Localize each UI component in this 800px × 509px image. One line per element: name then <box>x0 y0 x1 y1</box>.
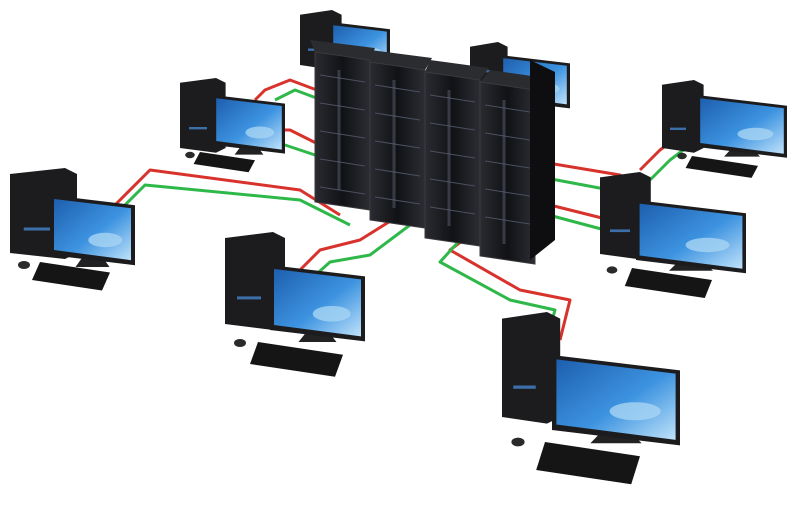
rack-vent <box>319 158 366 167</box>
workstation <box>225 232 365 377</box>
rack-vent <box>484 104 531 113</box>
rack-vent <box>484 132 531 141</box>
drive-bay <box>237 296 261 300</box>
rack-vent <box>429 150 476 159</box>
mouse <box>18 261 30 269</box>
rack-vent <box>429 206 476 215</box>
workstations-front <box>10 78 787 485</box>
keyboard <box>536 442 640 485</box>
keyboard <box>193 152 255 173</box>
keyboard <box>685 156 758 178</box>
rack-vent <box>319 186 366 195</box>
monitor-screen <box>54 199 131 261</box>
drive-bay <box>610 229 630 233</box>
keyboard <box>250 342 343 377</box>
red-cable <box>253 78 331 102</box>
drive-bay <box>513 385 536 389</box>
rack-vent <box>374 168 421 177</box>
rack-vent <box>484 216 531 225</box>
cloud-wallpaper <box>737 127 774 141</box>
workstation <box>662 80 787 178</box>
monitor-screen <box>216 98 282 150</box>
drive-bay <box>23 227 52 231</box>
cloud-wallpaper <box>88 232 123 248</box>
rack-top <box>310 40 375 60</box>
rack-vent <box>374 112 421 121</box>
mouse <box>606 266 618 274</box>
rack-vent <box>374 140 421 149</box>
monitor-screen <box>639 203 743 269</box>
server-rack <box>369 50 432 229</box>
server-racks <box>310 40 555 265</box>
rack-vent <box>374 196 421 205</box>
rack-top <box>370 50 432 70</box>
red-cable <box>298 213 401 272</box>
workstation <box>600 172 746 298</box>
rack-handle <box>392 80 396 208</box>
green-cable <box>103 183 351 227</box>
cloud-wallpaper <box>609 402 661 421</box>
monitor-screen <box>556 359 676 440</box>
mouse <box>234 339 246 347</box>
mouse <box>185 151 195 159</box>
cloud-wallpaper <box>685 237 730 253</box>
rack-vent <box>319 130 366 139</box>
rack-vent <box>374 84 421 93</box>
cloud-wallpaper <box>245 126 275 139</box>
rack-handle <box>502 100 506 244</box>
mouse <box>677 152 687 160</box>
monitor-screen <box>700 98 784 154</box>
server-rack <box>479 70 546 265</box>
mouse <box>511 437 525 447</box>
rack-front <box>479 81 536 265</box>
tower-case <box>502 312 561 424</box>
rack-vent <box>429 94 476 103</box>
rack-vent <box>429 178 476 187</box>
rack-vent <box>484 160 531 169</box>
rack-side <box>530 60 555 260</box>
rack-handle <box>447 90 451 226</box>
workstation <box>180 78 285 173</box>
server-rack <box>310 40 375 211</box>
drive-bay <box>189 127 207 130</box>
rack-vent <box>484 188 531 197</box>
rack-vent <box>319 102 366 111</box>
rack-vent <box>429 122 476 131</box>
server-rack <box>424 60 489 247</box>
monitor-screen <box>274 269 361 337</box>
rack-handle <box>337 70 341 190</box>
cloud-wallpaper <box>312 305 351 322</box>
rack-vent <box>319 74 366 83</box>
drive-bay <box>670 127 686 130</box>
workstation <box>10 168 135 291</box>
workstation <box>502 312 680 485</box>
tower-case <box>662 80 704 153</box>
keyboard <box>624 268 712 298</box>
rack-top <box>425 60 489 80</box>
keyboard <box>32 262 110 291</box>
rack-top <box>480 70 546 90</box>
